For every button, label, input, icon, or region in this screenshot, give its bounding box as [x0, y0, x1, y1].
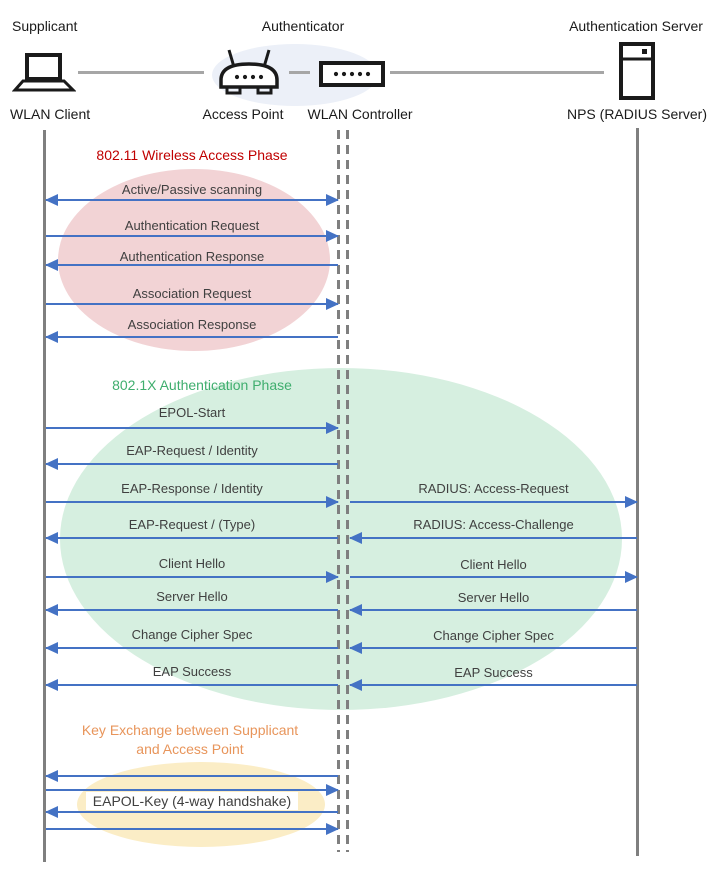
arrow-epol-start: [46, 422, 339, 434]
message-label-client-hello: Client Hello: [158, 556, 226, 571]
phase3-title: Key Exchange between Supplicant and Acce…: [81, 722, 299, 757]
arrow-change-cipher-spec-right: [349, 642, 637, 654]
lifeline-wlan-controller-right: [346, 130, 349, 852]
laptop-icon: [11, 52, 77, 99]
phase1-title: 802.11 Wireless Access Phase: [96, 147, 288, 163]
connector-line-middle: [289, 71, 310, 74]
arrow-radius-access-challenge: [349, 532, 637, 544]
arrow-client-hello: [46, 571, 339, 583]
message-label-auth-request: Authentication Request: [124, 218, 260, 233]
arrow-eapol-key-4: [46, 823, 339, 835]
message-label-radius-access-challenge: RADIUS: Access-Challenge: [413, 517, 574, 532]
message-label-eap-response-identity: EAP-Response / Identity: [121, 481, 263, 496]
message-label-epol-start: EPOL-Start: [158, 405, 226, 420]
arrow-eapol-key-2: [46, 784, 339, 796]
arrow-eap-response-identity: [46, 496, 339, 508]
message-label-change-cipher-spec: Change Cipher Spec: [131, 627, 253, 642]
message-label-eap-request-identity: EAP-Request / Identity: [126, 443, 258, 458]
message-label-assoc-request: Association Request: [132, 286, 252, 301]
device-label-wlan-controller: WLAN Controller: [307, 106, 413, 122]
arrow-assoc-response: [45, 331, 338, 343]
arrow-server-hello-right: [349, 604, 637, 616]
arrow-radius-access-request: [350, 496, 638, 508]
message-label-server-hello-right: Server Hello: [457, 590, 530, 605]
message-label-change-cipher-spec-right: Change Cipher Spec: [433, 628, 554, 643]
arrow-assoc-request: [46, 298, 339, 310]
message-label-client-hello-right: Client Hello: [460, 557, 527, 572]
arrow-auth-response: [45, 259, 338, 271]
role-label-supplicant: Supplicant: [12, 18, 78, 34]
device-label-access-point: Access Point: [202, 106, 284, 122]
message-label-eap-success-right: EAP Success: [454, 665, 533, 680]
arrow-eap-success: [45, 679, 338, 691]
arrow-eap-success-right: [349, 679, 637, 691]
arrow-eap-request-type: [45, 532, 338, 544]
message-label-radius-access-request: RADIUS: Access-Request: [418, 481, 569, 496]
message-label-server-hello: Server Hello: [156, 589, 228, 604]
access-point-icon: [218, 47, 280, 101]
arrow-eapol-key-1: [45, 770, 338, 782]
connector-line-left: [78, 71, 204, 74]
server-icon: [618, 42, 656, 105]
wlan-controller-icon: [319, 61, 385, 92]
phase2-ellipse: [60, 368, 622, 710]
message-label-auth-response: Authentication Response: [119, 249, 265, 264]
arrow-change-cipher-spec: [45, 642, 338, 654]
device-label-nps-radius-server: NPS (RADIUS Server): [566, 106, 708, 122]
role-label-authentication-server: Authentication Server: [569, 18, 703, 34]
message-label-eap-request-type: EAP-Request / (Type): [128, 517, 256, 532]
device-label-wlan-client: WLAN Client: [10, 106, 91, 122]
arrow-client-hello-right: [350, 571, 638, 583]
arrow-eap-request-identity: [45, 458, 338, 470]
connector-line-right: [390, 71, 604, 74]
arrow-auth-request: [46, 230, 339, 242]
lifeline-radius-server: [636, 128, 639, 856]
arrow-eapol-key-3: [45, 806, 338, 818]
message-label-scanning: Active/Passive scanning: [121, 182, 263, 197]
arrow-scanning: [45, 194, 339, 206]
message-label-eap-success: EAP Success: [152, 664, 232, 679]
phase2-title: 802.1X Authentication Phase: [112, 377, 292, 393]
lifeline-wlan-controller-left: [337, 130, 340, 852]
arrow-server-hello: [45, 604, 338, 616]
message-label-assoc-response: Association Response: [127, 317, 257, 332]
role-label-authenticator: Authenticator: [261, 18, 345, 34]
message-label-eapol-key: EAPOL-Key (4-way handshake): [46, 792, 338, 810]
lifeline-wlan-client: [43, 130, 46, 862]
